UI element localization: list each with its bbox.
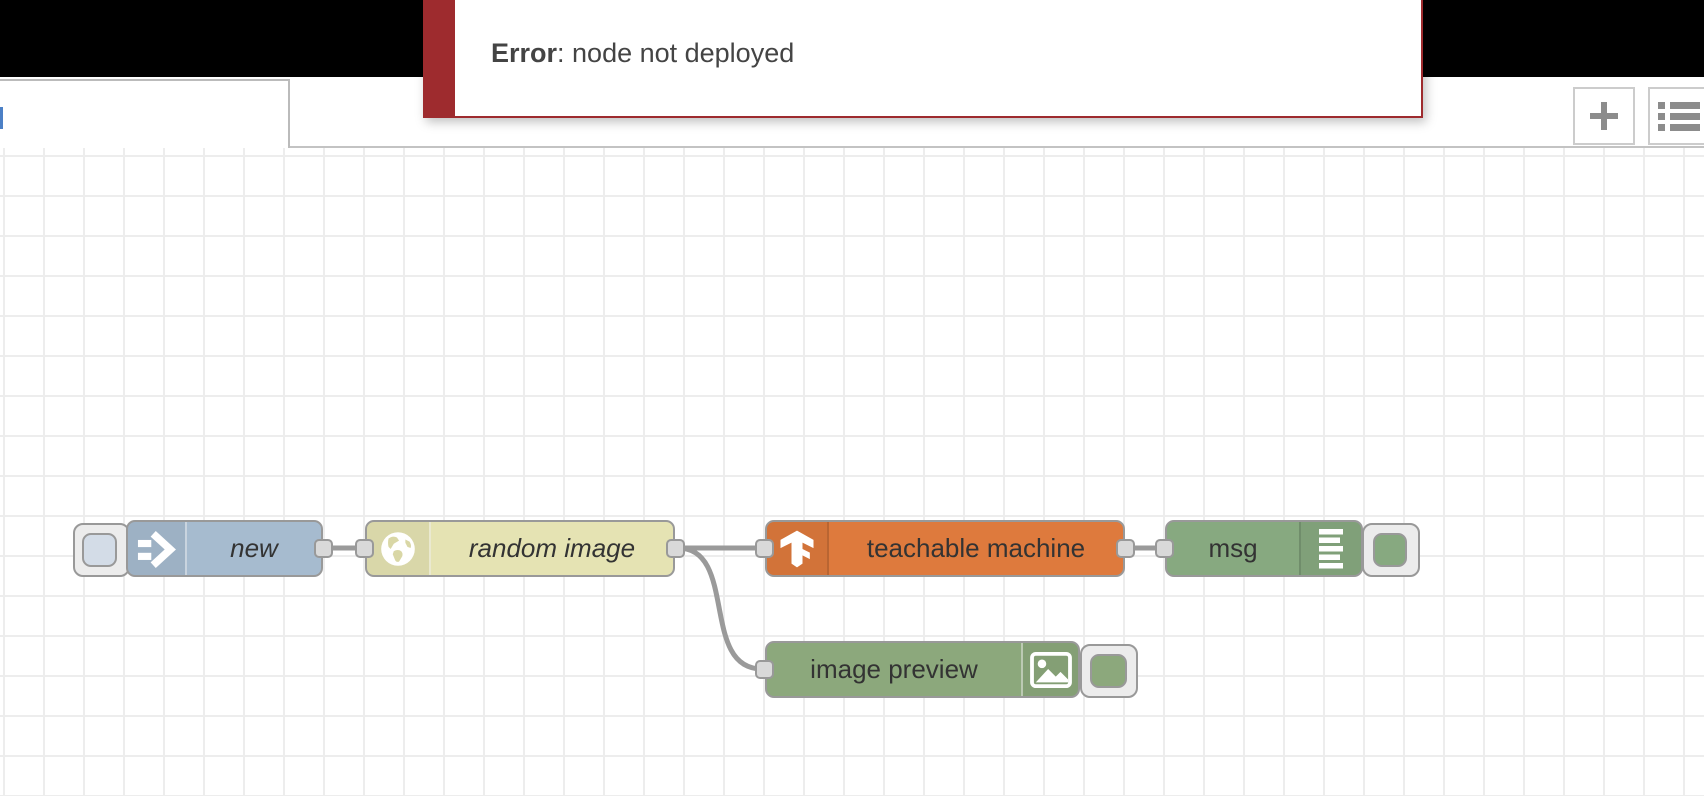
input-port[interactable]	[755, 539, 774, 558]
node-label: new	[230, 533, 278, 563]
image-icon	[1029, 651, 1072, 688]
globe-icon-region	[367, 522, 431, 575]
input-port[interactable]	[1155, 539, 1174, 558]
node-label: image preview	[810, 654, 978, 684]
globe-icon	[381, 531, 415, 566]
notification-text: Error: node not deployed	[491, 38, 794, 69]
input-port[interactable]	[355, 539, 374, 558]
input-port[interactable]	[755, 660, 774, 679]
flow-list-button[interactable]	[1648, 87, 1704, 145]
flow-tab[interactable]	[0, 79, 290, 148]
node-label: msg	[1208, 533, 1258, 563]
preview-toggle-button-inner[interactable]	[1090, 654, 1127, 688]
debug-toggle-button-inner[interactable]	[1373, 533, 1407, 567]
inject-arrow-icon	[137, 530, 176, 568]
output-port[interactable]	[314, 539, 333, 558]
flow-canvas[interactable]: new random image	[0, 148, 1704, 796]
tensorflow-icon	[780, 530, 814, 567]
notification-title: Error	[491, 37, 558, 68]
notification-message: : node not deployed	[557, 37, 795, 68]
tab-caret	[0, 107, 3, 129]
node-label: teachable machine	[866, 533, 1086, 563]
inject-button-inner[interactable]	[82, 533, 117, 567]
wire-random-image-to-image-preview[interactable]	[675, 545, 765, 672]
node-teachable-machine[interactable]: teachable machine	[755, 520, 1135, 577]
output-port[interactable]	[1116, 539, 1135, 558]
list-icon	[1658, 102, 1700, 131]
wires-layer	[323, 545, 1165, 672]
error-notification: Error: node not deployed	[423, 0, 1423, 118]
node-new[interactable]: new	[126, 520, 333, 577]
node-random-image[interactable]: random image	[355, 520, 685, 577]
plus-icon	[1590, 102, 1618, 130]
tensorflow-icon-region	[767, 522, 829, 575]
node-msg[interactable]: msg	[1155, 520, 1363, 577]
debug-icon-region	[1299, 522, 1361, 575]
inject-icon-region	[128, 522, 187, 575]
node-label: random image	[468, 533, 636, 563]
image-icon-region	[1021, 643, 1078, 696]
output-port[interactable]	[666, 539, 685, 558]
add-flow-button[interactable]	[1573, 87, 1635, 145]
node-image-preview[interactable]: image preview	[755, 641, 1080, 698]
debug-lines-icon	[1319, 528, 1343, 568]
tab-bar-divider	[0, 146, 1704, 148]
